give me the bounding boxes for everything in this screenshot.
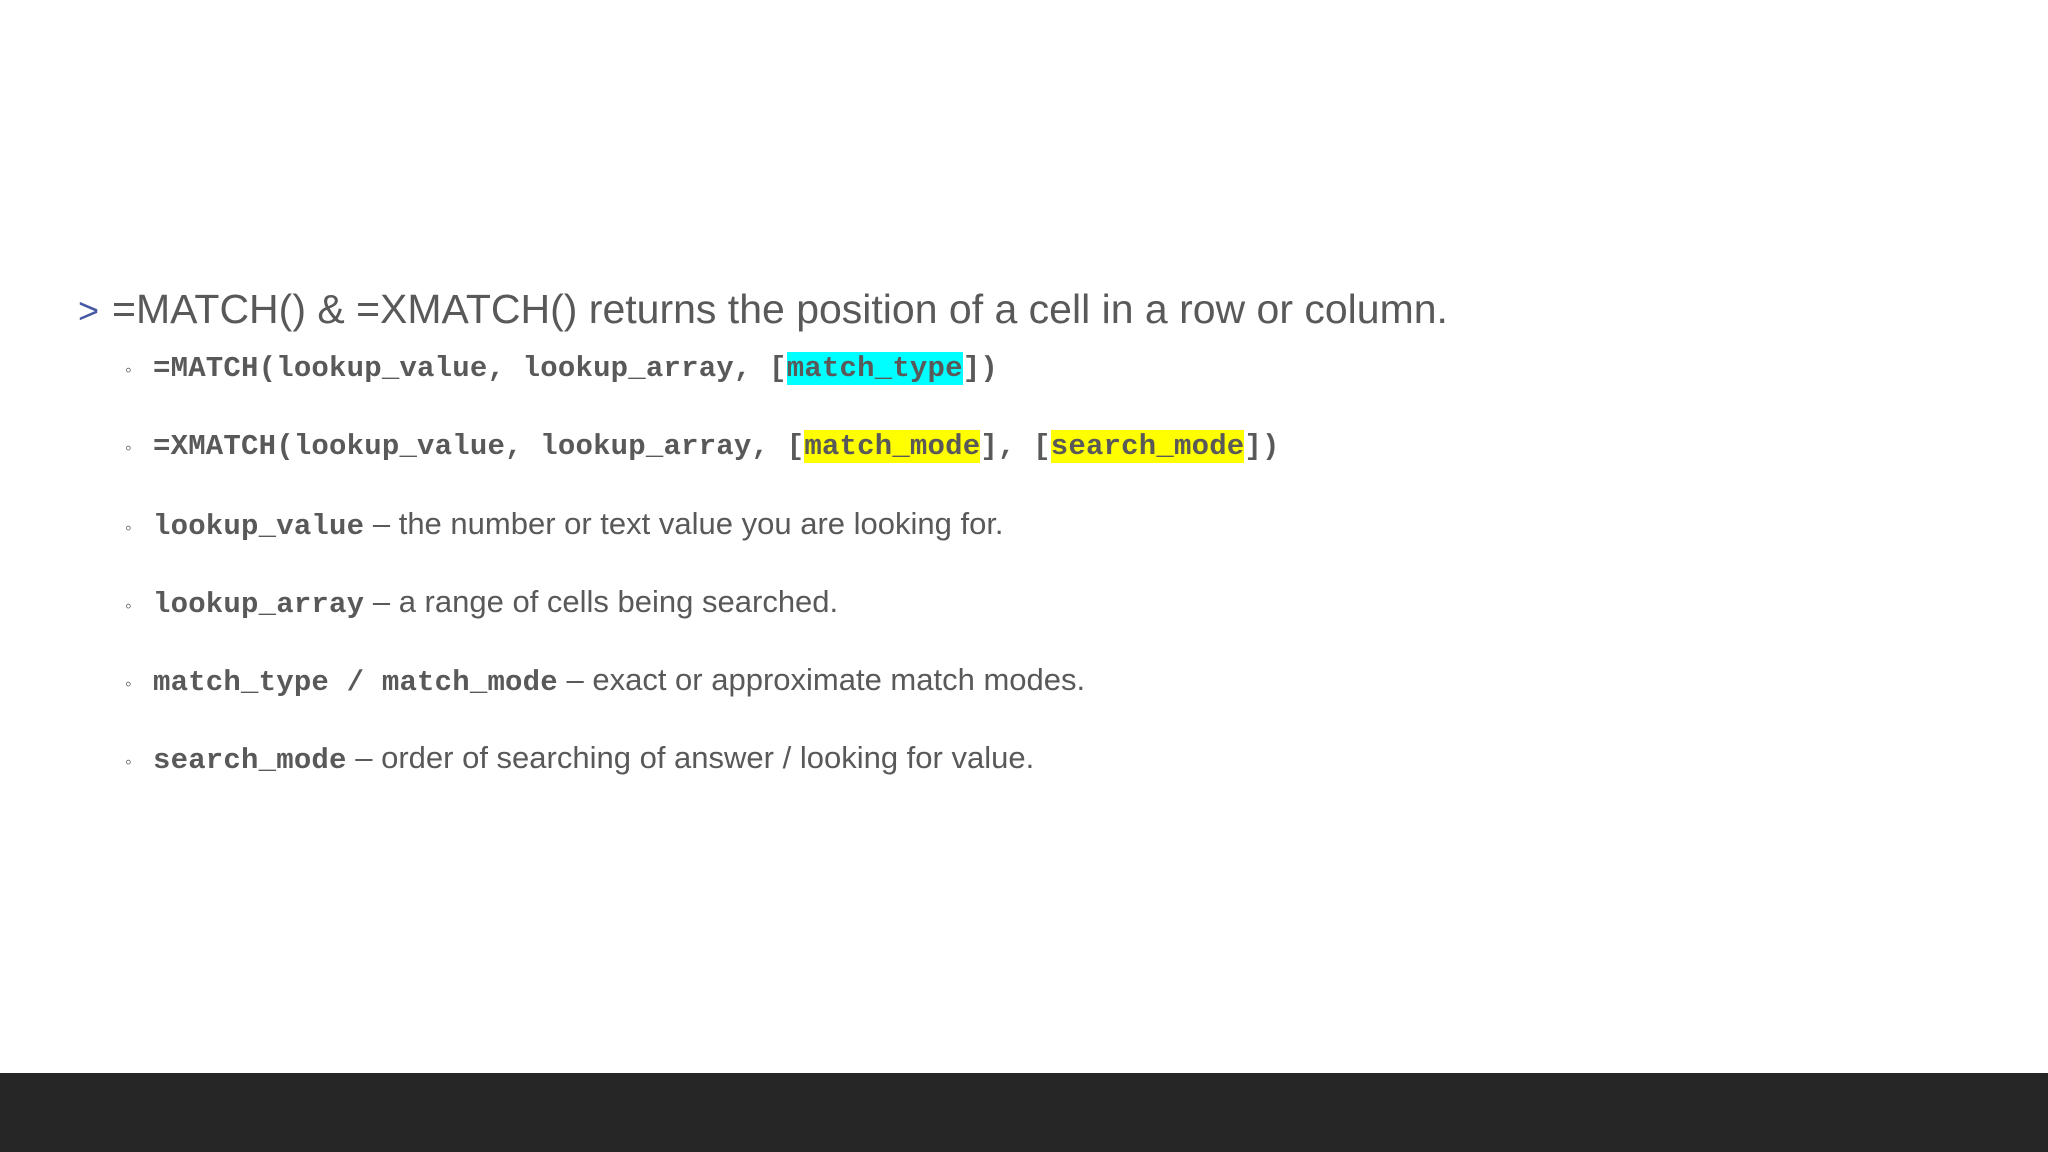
code-token: ]) [962, 352, 998, 386]
bullet-text-lookup-value-desc: lookup_value – the number or text value … [153, 505, 1004, 545]
hollow-circle-bullet-icon: ◦ [125, 752, 132, 774]
chevron-right-icon: > [78, 290, 100, 331]
bullet-row-xmatch-signature: ◦ =XMATCH(lookup_value, lookup_array, [ma… [78, 427, 1978, 505]
hollow-circle-bullet-icon: ◦ [125, 360, 132, 382]
code-token: =MATCH(lookup_value, lookup_array, [ [153, 352, 787, 386]
bullet-row-lookup-array-desc: ◦ lookup_array – a range of cells being s… [78, 583, 1978, 661]
bullet-text-match-type-mode-desc: match_type / match_mode – exact or appro… [153, 661, 1085, 701]
hollow-circle-bullet-icon: ◦ [125, 596, 132, 618]
prose-token: – order of searching of answer / looking… [346, 740, 1035, 776]
bullet-text-xmatch-signature: =XMATCH(lookup_value, lookup_array, [mat… [153, 427, 1280, 465]
hollow-circle-bullet-icon: ◦ [125, 438, 132, 460]
hollow-circle-bullet-icon: ◦ [125, 674, 132, 696]
code-token: lookup_array [153, 588, 365, 622]
bullet-row-lookup-value-desc: ◦ lookup_value – the number or text value… [78, 505, 1978, 583]
footer-bar [0, 1073, 2048, 1152]
code-token: ]) [1244, 430, 1280, 464]
bullet-text-search-mode-desc: search_mode – order of searching of answ… [153, 739, 1034, 779]
bullet-text-lookup-array-desc: lookup_array – a range of cells being se… [153, 583, 838, 623]
bullet-row-match-type-mode-desc: ◦ match_type / match_mode – exact or appr… [78, 661, 1978, 739]
highlighted-token: search_mode [1050, 430, 1245, 464]
code-token: search_mode [153, 744, 347, 778]
hollow-circle-bullet-icon: ◦ [125, 518, 132, 540]
code-token: ], [ [980, 430, 1051, 464]
prose-token: – a range of cells being searched. [364, 584, 839, 620]
code-token: lookup_value [153, 510, 365, 544]
prose-token: – exact or approximate match modes. [557, 662, 1086, 698]
prose-token: – the number or text value you are looki… [364, 506, 1004, 542]
slide-content-body: > =MATCH() & =XMATCH() returns the posit… [78, 286, 1978, 817]
heading-bullet-row: > =MATCH() & =XMATCH() returns the posit… [78, 286, 1978, 333]
bullet-text-match-signature: =MATCH(lookup_value, lookup_array, [matc… [153, 349, 998, 387]
highlighted-token: match_type [786, 352, 963, 386]
bullet-list: ◦=MATCH(lookup_value, lookup_array, [mat… [78, 349, 1978, 817]
highlighted-token: match_mode [804, 430, 981, 464]
code-token: match_type / match_mode [153, 666, 558, 700]
code-token: =XMATCH(lookup_value, lookup_array, [ [153, 430, 805, 464]
heading-text: =MATCH() & =XMATCH() returns the positio… [112, 286, 1448, 332]
bullet-row-search-mode-desc: ◦ search_mode – order of searching of ans… [78, 739, 1978, 817]
bullet-row-match-signature: ◦ =MATCH(lookup_value, lookup_array, [mat… [78, 349, 1978, 427]
